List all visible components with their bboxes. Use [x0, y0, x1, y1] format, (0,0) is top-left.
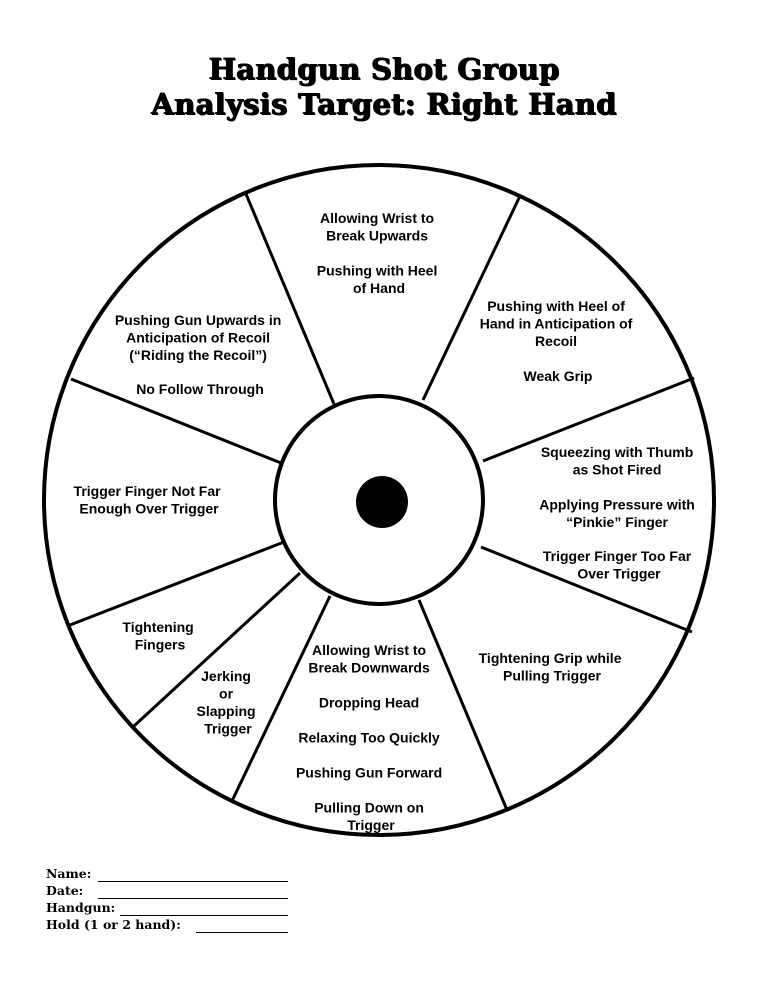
segment-top-line: Pushing with Heel: [317, 263, 438, 279]
divider-line: [69, 540, 285, 627]
segment-right-line: as Shot Fired: [573, 462, 662, 478]
handgun-row: Handgun:: [46, 900, 115, 916]
segment-lower-left-outer-line: Fingers: [135, 637, 186, 653]
divider-line: [482, 376, 695, 463]
divider-line: [244, 193, 336, 405]
segment-label-top: Allowing Wrist to Break Upwards Pushing …: [317, 210, 441, 296]
segment-upper-left-line: Anticipation of Recoil: [126, 330, 270, 346]
segment-label-upper-left: Pushing Gun Upwards in Anticipation of R…: [115, 312, 285, 397]
segment-lower-left-inner-line: or: [219, 686, 234, 702]
segment-lower-left-outer-line: Tightening: [122, 619, 193, 635]
segment-lower-left-inner-line: Trigger: [204, 721, 252, 737]
page-title-line-1: Handgun Shot Group: [208, 52, 560, 86]
segment-right-line: Squeezing with Thumb: [541, 444, 693, 460]
segment-bottom-line: Trigger: [347, 817, 395, 833]
segment-label-upper-right: Pushing with Heel of Hand in Anticipatio…: [480, 298, 637, 384]
segment-lower-left-inner-line: Slapping: [196, 703, 255, 719]
segment-bottom-line: Allowing Wrist to: [312, 642, 426, 658]
divider-line: [230, 595, 332, 802]
handgun-field[interactable]: [120, 903, 288, 916]
segment-upper-left-line: (“Riding the Recoil”): [129, 347, 267, 363]
divider-line: [70, 377, 282, 465]
segment-upper-right-line: Hand in Anticipation of: [480, 316, 633, 332]
segment-top-line: Break Upwards: [326, 228, 428, 244]
page-title-line-2: Analysis Target: Right Hand: [151, 87, 617, 121]
handgun-label: Handgun:: [46, 900, 116, 915]
divider-line: [417, 599, 509, 811]
divider-line: [480, 545, 693, 634]
segment-label-lower-left-outer: Tightening Fingers: [122, 619, 197, 653]
segment-upper-right-line: Recoil: [535, 333, 577, 349]
segment-label-bottom: Allowing Wrist to Break Downwards Droppi…: [296, 642, 446, 833]
divider-line: [421, 195, 522, 401]
shooter-info-form: Name: Date: Handgun: Hold (1 or 2 hand):: [46, 866, 306, 936]
segment-bottom-line: Relaxing Too Quickly: [298, 730, 440, 746]
segment-lower-right-line: Tightening Grip while: [479, 650, 622, 666]
segment-bottom-line: Pushing Gun Forward: [296, 765, 442, 781]
segment-right-line: Trigger Finger Too Far: [543, 548, 692, 564]
date-field[interactable]: [98, 886, 288, 899]
segment-lower-left-inner-line: Jerking: [201, 668, 251, 684]
segment-label-right: Squeezing with Thumb as Shot Fired Apply…: [539, 444, 698, 582]
segment-label-left: Trigger Finger Not Far Enough Over Trigg…: [74, 483, 225, 517]
segment-left-line: Trigger Finger Not Far: [74, 483, 222, 499]
segment-upper-left-line: No Follow Through: [136, 381, 264, 397]
name-label: Name:: [46, 866, 92, 881]
date-label: Date:: [46, 883, 84, 898]
segment-left-line: Enough Over Trigger: [79, 501, 219, 517]
segment-upper-left-line: Pushing Gun Upwards in: [115, 312, 281, 328]
segment-bottom-line: Dropping Head: [319, 695, 419, 711]
target-dividers: [69, 193, 695, 811]
segment-upper-right-line: Weak Grip: [524, 368, 593, 384]
hold-row: Hold (1 or 2 hand):: [46, 917, 181, 933]
segment-right-line: “Pinkie” Finger: [566, 514, 668, 530]
date-row: Date:: [46, 883, 83, 899]
hold-field[interactable]: [196, 920, 288, 933]
name-field[interactable]: [98, 869, 288, 882]
divider-line: [132, 571, 302, 728]
name-row: Name:: [46, 866, 91, 882]
hold-label: Hold (1 or 2 hand):: [46, 917, 181, 932]
segment-bottom-line: Pulling Down on: [314, 800, 424, 816]
segment-label-lower-left-inner: Jerking or Slapping Trigger: [196, 668, 259, 737]
segment-top-line: Allowing Wrist to: [320, 210, 434, 226]
segment-label-lower-right: Tightening Grip while Pulling Trigger: [479, 650, 626, 684]
segment-upper-right-line: Pushing with Heel of: [487, 298, 625, 314]
segment-right-line: Applying Pressure with: [539, 497, 695, 513]
segment-right-line: Over Trigger: [577, 566, 661, 582]
segment-top-line: of Hand: [353, 280, 405, 296]
segment-lower-right-line: Pulling Trigger: [503, 668, 602, 684]
segment-bottom-line: Break Downwards: [308, 660, 430, 676]
bullseye: [356, 476, 408, 528]
